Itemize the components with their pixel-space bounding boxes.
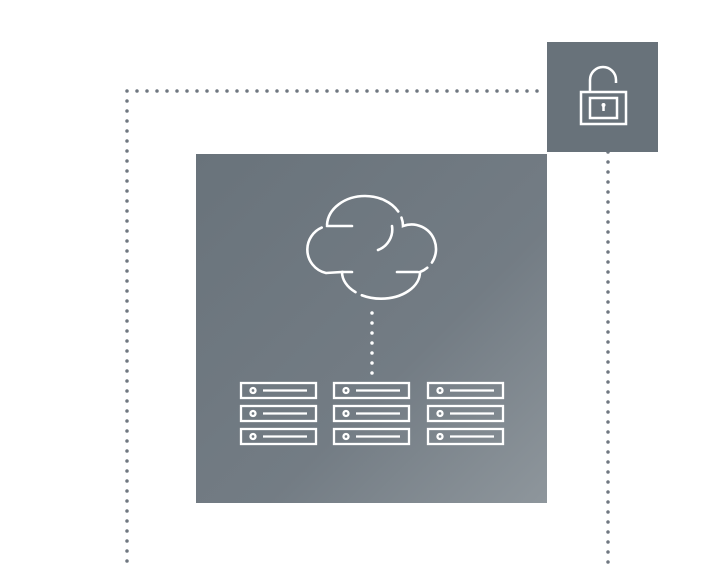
cloud-panel — [196, 154, 547, 503]
server-icon — [426, 404, 505, 423]
server-icon — [239, 404, 318, 423]
server-icon — [332, 381, 411, 400]
server-icon — [239, 427, 318, 446]
cloud-icon — [306, 194, 438, 300]
server-icon — [426, 427, 505, 446]
server-icon — [332, 427, 411, 446]
server-icon — [426, 381, 505, 400]
security-perimeter — [125, 89, 610, 564]
server-grid — [239, 381, 505, 446]
server-icon — [332, 404, 411, 423]
lock-icon — [579, 65, 628, 126]
server-icon — [239, 381, 318, 400]
